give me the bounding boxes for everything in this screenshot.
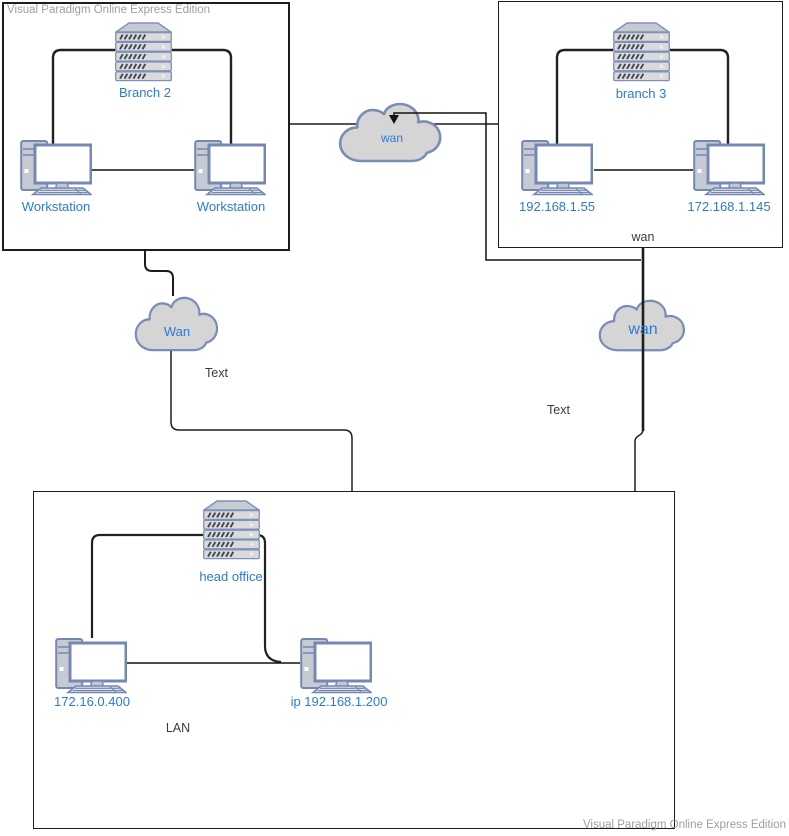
branch3-server-label[interactable]: branch 3	[615, 86, 667, 101]
headoffice-server-label[interactable]: head office	[199, 569, 263, 584]
watermark-top: Visual Paradigm Online Express Edition	[7, 4, 211, 16]
branch2-workstation2-label[interactable]: Workstation	[196, 199, 266, 214]
branch2-workstation1-label[interactable]: Workstation	[21, 199, 91, 214]
headoffice-zone-label[interactable]: LAN	[165, 721, 191, 735]
workstation-icon-branch3-right[interactable]	[693, 139, 765, 196]
connector-branch2-to-left-cloud[interactable]	[144, 251, 174, 296]
connector-left-cloud-to-head-office[interactable]	[170, 351, 353, 491]
workstation-icon-branch2-right[interactable]	[194, 139, 266, 196]
server-icon-branch2[interactable]	[116, 23, 172, 81]
branch3-workstation2-label[interactable]: 172.168.1.145	[687, 199, 771, 214]
workstation-icon-branch3-left[interactable]	[521, 139, 593, 196]
text-annotation-right[interactable]: Text	[547, 403, 570, 417]
branch3-workstation1-label[interactable]: 192.168.1.55	[519, 199, 595, 214]
text-annotation-left[interactable]: Text	[205, 366, 228, 380]
branch2-zone-box[interactable]	[2, 2, 290, 251]
server-icon-head-office[interactable]	[204, 501, 260, 559]
connector-branch3-to-middle-cloud[interactable]	[393, 112, 641, 261]
branch2-server-label[interactable]: Branch 2	[118, 85, 172, 100]
watermark-bottom: Visual Paradigm Online Express Edition	[582, 819, 786, 831]
head-office-zone-box[interactable]	[33, 491, 675, 829]
headoffice-workstation1-label[interactable]: 172.16.0.400	[54, 694, 130, 709]
workstation-icon-headoffice-left[interactable]	[55, 637, 127, 694]
middle-cloud-label[interactable]: wan	[380, 131, 403, 145]
branch3-zone-label[interactable]: wan	[631, 230, 655, 244]
headoffice-workstation2-label[interactable]: ip 192.168.1.200	[290, 694, 388, 709]
workstation-icon-headoffice-right[interactable]	[300, 637, 372, 694]
left-cloud-label[interactable]: Wan	[163, 324, 191, 339]
branch3-zone-box[interactable]	[498, 1, 783, 248]
right-cloud-label[interactable]: wan	[628, 321, 658, 338]
server-icon-branch3[interactable]	[614, 23, 670, 81]
arrow-down-icon	[389, 115, 399, 124]
connector-headoffice-server-to-workstations[interactable]	[90, 533, 282, 664]
workstation-icon-branch2-left[interactable]	[20, 139, 92, 196]
connector-right-cloud-to-head-office[interactable]	[634, 428, 644, 491]
